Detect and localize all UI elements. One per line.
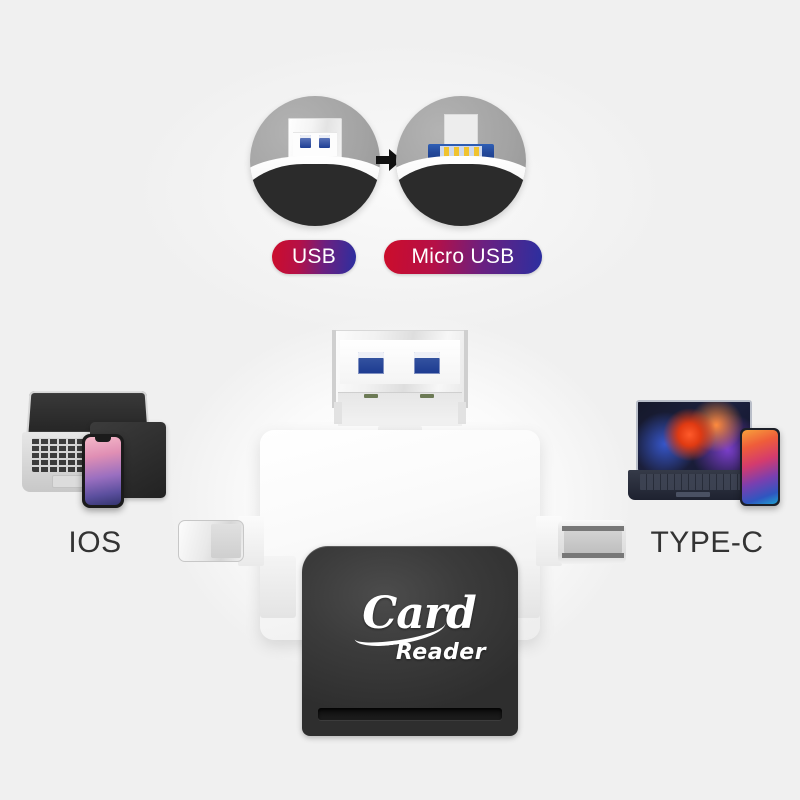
usb-clip — [334, 402, 342, 424]
type-c-plug — [558, 520, 626, 564]
usb-notch — [364, 394, 378, 398]
device-faceplate: Card Reader — [302, 546, 518, 736]
usb-edge — [332, 330, 336, 408]
micro-usb-pin — [464, 147, 469, 157]
micro-usb-backplate — [444, 114, 478, 148]
laptop-keyboard — [640, 474, 748, 490]
device-logo: Card Reader — [302, 592, 518, 665]
gaming-laptop-screen-icon — [636, 400, 752, 472]
laptop-wallpaper — [638, 402, 750, 470]
usb-type-c-connector — [536, 512, 626, 570]
device-dome — [250, 164, 380, 226]
usb-shelf — [338, 392, 462, 426]
device-body: Card Reader — [260, 430, 540, 736]
iphone-icon — [82, 434, 124, 508]
lightning-pins — [211, 524, 241, 558]
usb-a-connector — [332, 330, 468, 442]
usb-contact-pad — [300, 135, 311, 148]
device-dome — [396, 164, 526, 226]
arrow-shaft — [376, 156, 391, 164]
ios-device-artwork — [10, 382, 180, 512]
micro-usb-pin — [444, 147, 449, 157]
android-phone-screen — [742, 430, 778, 504]
device-shoulder-left — [260, 556, 296, 618]
laptop-trackpad — [676, 492, 710, 497]
android-phone-icon — [740, 428, 780, 506]
type-c-neck — [536, 516, 562, 566]
feature-ios: IOS — [10, 382, 180, 560]
micro-usb-connector-circle — [396, 96, 526, 226]
usb-contact-pad — [319, 135, 330, 148]
micro-usb-inner — [440, 146, 482, 158]
card-reader-device: Card Reader — [178, 330, 626, 736]
connector-callout: USB Micro USB — [232, 96, 568, 296]
badge-usb: USB — [272, 240, 356, 274]
badge-row: USB Micro USB — [232, 240, 568, 280]
usb-edge — [464, 330, 468, 408]
type-c-inner — [564, 531, 622, 553]
lightning-connector — [178, 512, 264, 570]
badge-micro-usb: Micro USB — [384, 240, 542, 274]
usb-clip — [458, 402, 466, 424]
type-c-device-artwork — [622, 382, 792, 512]
logo-reader-text: Reader — [395, 640, 487, 665]
usb-notch — [420, 394, 434, 398]
micro-usb-pin — [454, 147, 459, 157]
iphone-screen — [85, 437, 121, 505]
lightning-tab — [178, 520, 244, 562]
logo-card-text: Card — [362, 588, 476, 639]
gaming-laptop-base-icon — [628, 470, 760, 500]
feature-caption-ios: IOS — [68, 526, 122, 559]
feature-type-c: TYPE-C — [622, 382, 792, 560]
feature-caption-type-c: TYPE-C — [650, 526, 764, 559]
usb-contact-pad — [414, 352, 440, 374]
sd-card-slot — [318, 708, 502, 720]
iphone-notch — [95, 437, 111, 442]
type-c-rail — [562, 553, 624, 558]
type-c-rail — [562, 526, 624, 531]
usb-contact-pad — [358, 352, 384, 374]
usb-connector-circle — [250, 96, 380, 226]
micro-usb-pin — [474, 147, 479, 157]
